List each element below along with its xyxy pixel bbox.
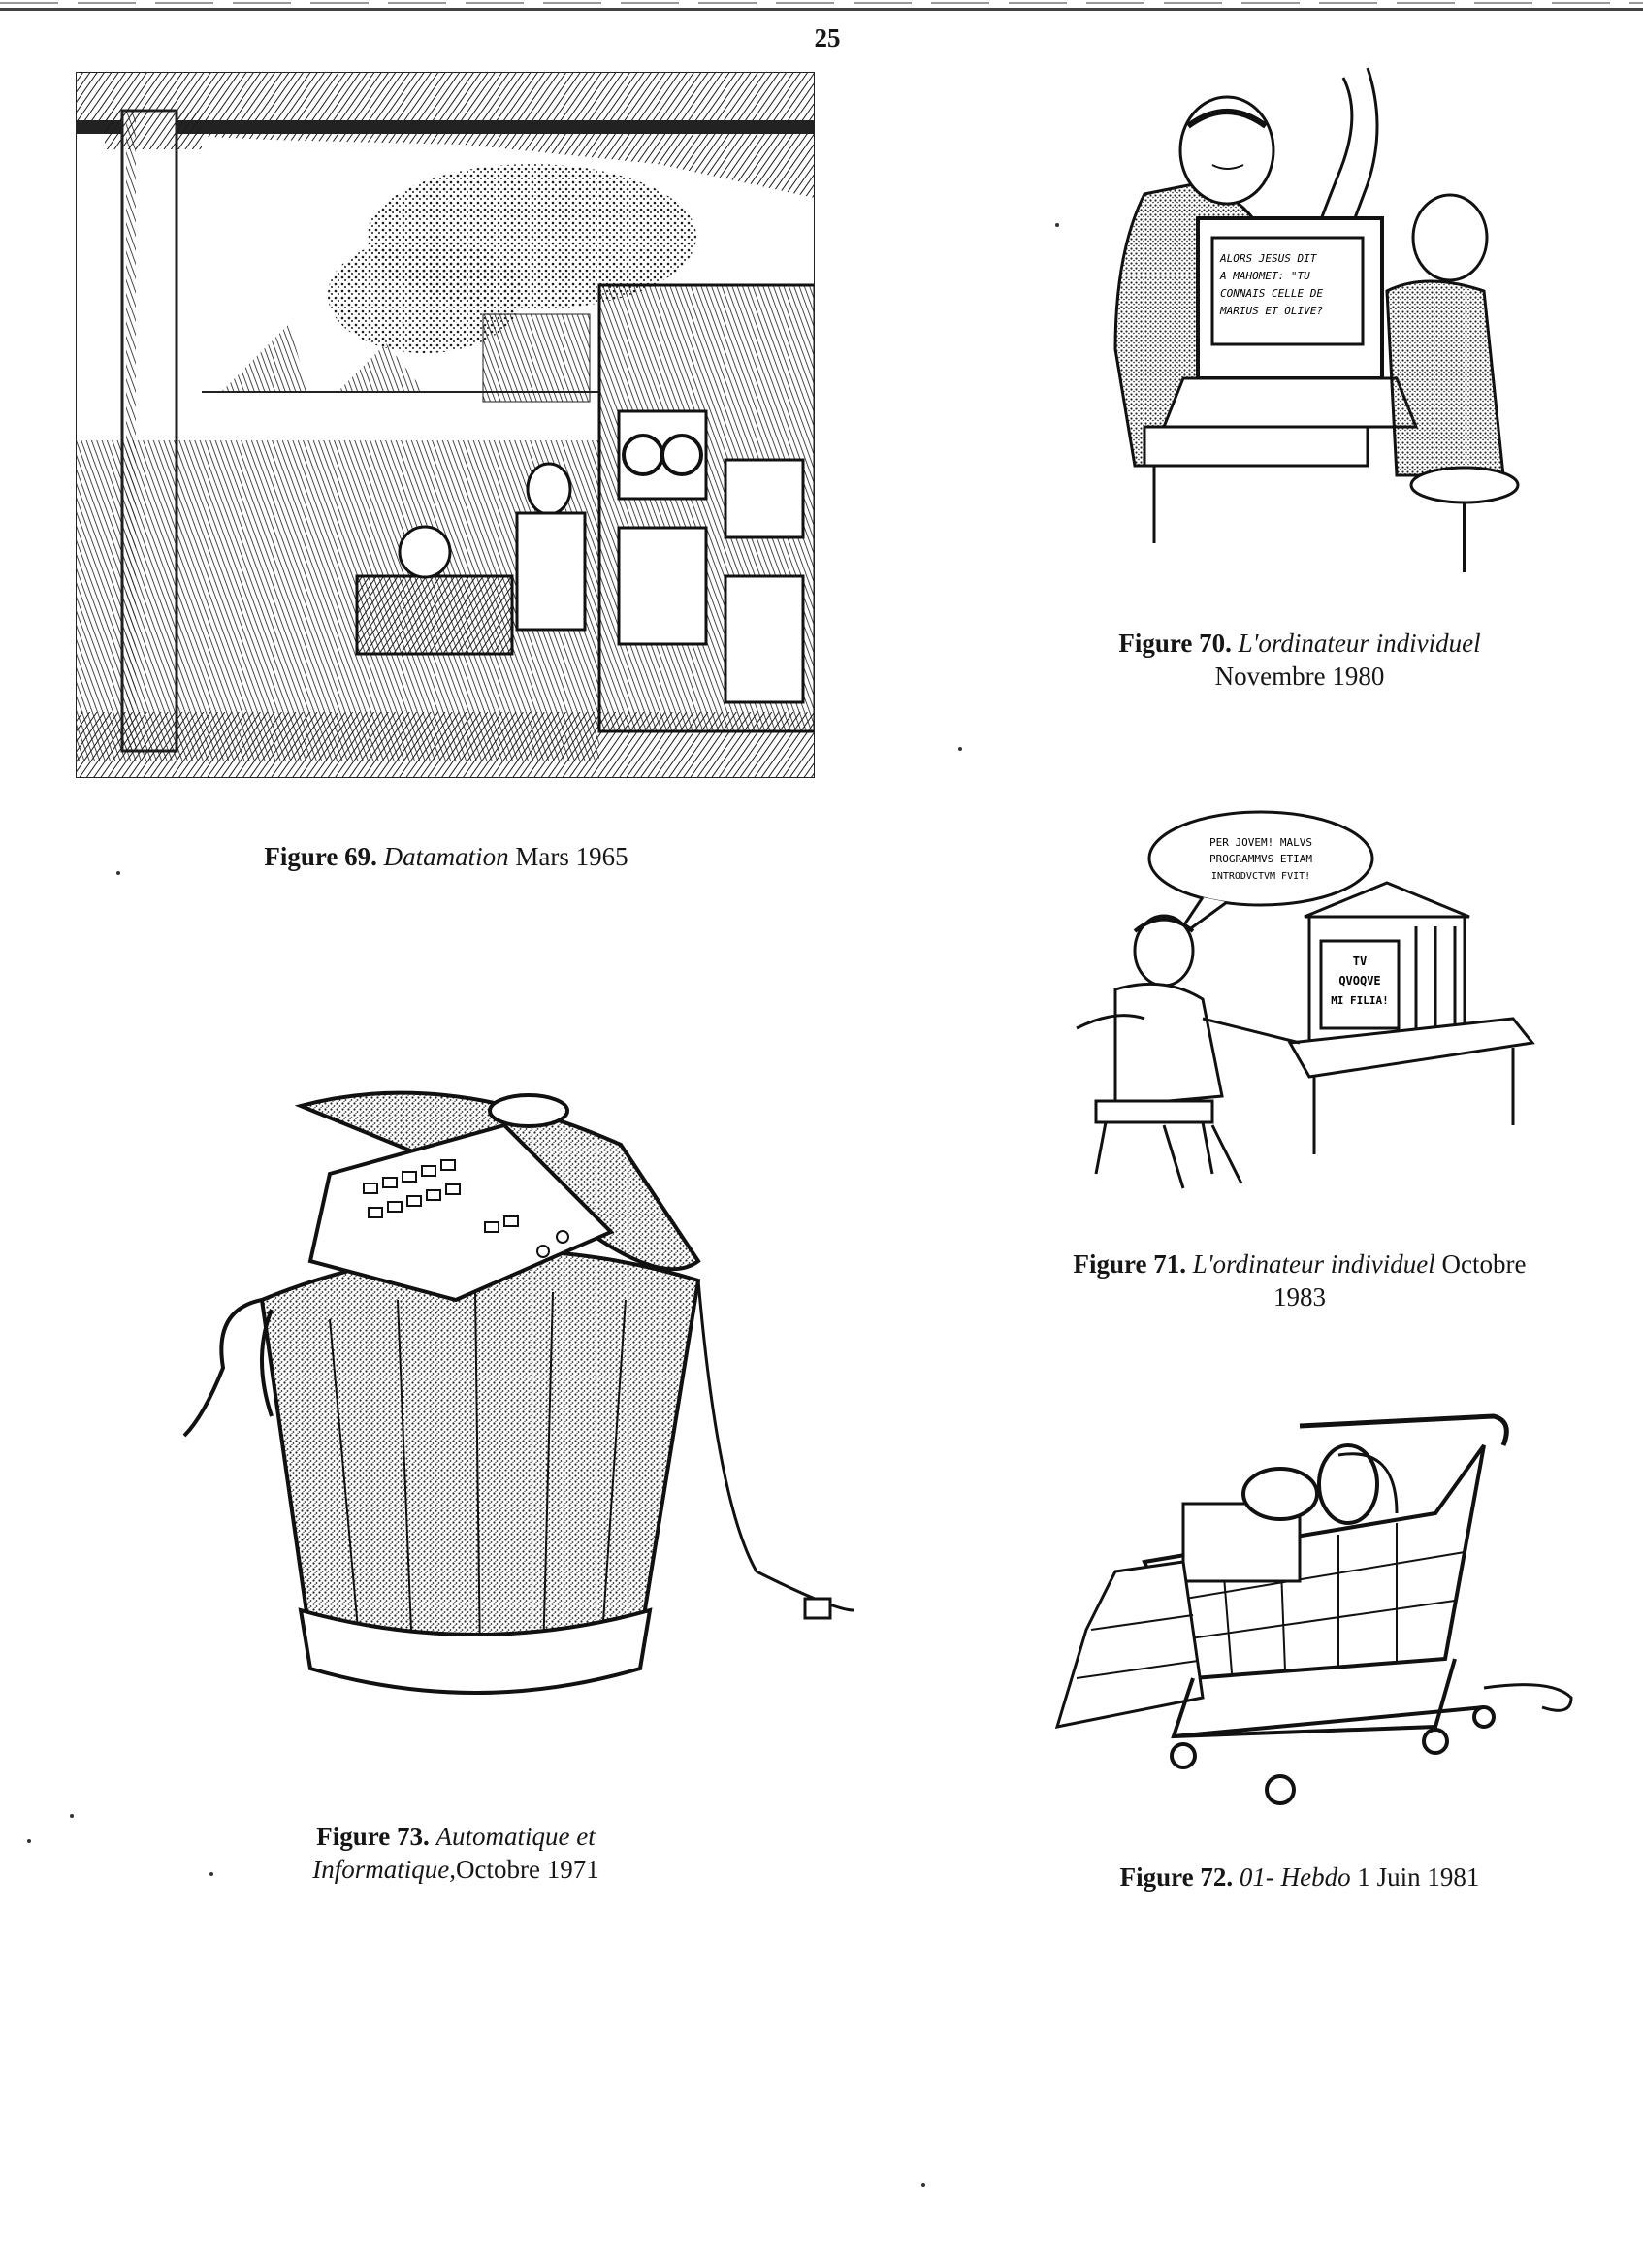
figure-72-number: Figure 72. bbox=[1119, 1863, 1234, 1892]
figure-70-caption: Figure 70. L'ordinateur individuel Novem… bbox=[1047, 627, 1552, 693]
page-number: 25 bbox=[814, 23, 841, 52]
fig70-screen-line-1: ALORS JESUS DIT bbox=[1219, 252, 1318, 265]
figure-70-source: L'ordinateur individuel bbox=[1238, 629, 1481, 658]
fig70-screen-line-2: A MAHOMET: "TU bbox=[1219, 270, 1310, 282]
figure-69-source: Datamation bbox=[383, 842, 509, 871]
figure-72-source: 01- Hebdo bbox=[1239, 1863, 1351, 1892]
figure-73-source-part-2: Informatique, bbox=[312, 1855, 457, 1884]
fig71-bubble-line-1: PER JOVEM! MALVS bbox=[1209, 836, 1312, 849]
trash-can-drawing bbox=[182, 1090, 854, 1695]
figure-71-caption-line-1: Figure 71. L'ordinateur individuel Octob… bbox=[1009, 1247, 1591, 1280]
figure-71-caption: Figure 71. L'ordinateur individuel Octob… bbox=[1009, 1247, 1591, 1313]
figure-73-caption: Figure 73. Automatique et Informatique,O… bbox=[194, 1820, 718, 1886]
top-rule-dashed bbox=[0, 2, 1643, 4]
fig71-screen-line-2: QVOQVE bbox=[1338, 974, 1380, 988]
fig71-bubble-line-2: PROGRAMMVS ETIAM bbox=[1209, 853, 1312, 865]
figure-70-caption-line-1: Figure 70. L'ordinateur individuel bbox=[1047, 627, 1552, 660]
figure-70-illustration: ALORS JESUS DIT A MAHOMET: "TU CONNAIS C… bbox=[1077, 58, 1532, 587]
roman-computer-cartoon: PER JOVEM! MALVS PROGRAMMVS ETIAM INTROD… bbox=[1076, 810, 1535, 1189]
fig71-screen-line-1: TV bbox=[1353, 955, 1367, 968]
figure-73-illustration bbox=[155, 1067, 854, 1746]
fig71-screen-line-3: MI FILIA! bbox=[1331, 994, 1389, 1007]
figure-72-date: 1 Juin 1981 bbox=[1357, 1863, 1480, 1892]
top-rule bbox=[0, 8, 1643, 11]
figure-72-illustration bbox=[1028, 1407, 1581, 1824]
figure-71-source: L'ordinateur individuel bbox=[1192, 1249, 1435, 1279]
scan-speck bbox=[70, 1814, 74, 1818]
scan-speck bbox=[958, 747, 962, 751]
fig70-screen-line-4: MARIUS ET OLIVE? bbox=[1219, 305, 1323, 317]
figure-69-number: Figure 69. bbox=[264, 842, 377, 871]
figure-71-illustration: PER JOVEM! MALVS PROGRAMMVS ETIAM INTROD… bbox=[1057, 805, 1542, 1193]
fig70-screen-line-3: CONNAIS CELLE DE bbox=[1220, 287, 1323, 300]
figure-72-caption: Figure 72. 01- Hebdo 1 Juin 1981 bbox=[1028, 1861, 1571, 1894]
scan-speck bbox=[1055, 223, 1059, 227]
figure-69-illustration bbox=[76, 72, 815, 778]
fig71-bubble-line-3: INTRODVCTVM FVIT! bbox=[1211, 871, 1310, 882]
figure-71-date-part-1: Octobre bbox=[1441, 1249, 1527, 1279]
figure-69-caption: Figure 69. Datamation Mars 1965 bbox=[155, 840, 737, 873]
monk-computer-cartoon: ALORS JESUS DIT A MAHOMET: "TU CONNAIS C… bbox=[1113, 67, 1520, 572]
figure-70-date: Novembre 1980 bbox=[1214, 662, 1385, 691]
figure-69-date: Mars 1965 bbox=[515, 842, 628, 871]
figure-73-number: Figure 73. bbox=[316, 1822, 430, 1851]
figure-73-caption-line-2: Informatique,Octobre 1971 bbox=[194, 1853, 718, 1886]
shopping-cart-drawing bbox=[1054, 1413, 1573, 1805]
scan-speck bbox=[116, 871, 120, 875]
figure-73-caption-line-1: Figure 73. Automatique et bbox=[194, 1820, 718, 1853]
figure-73-source-part-1: Automatique et bbox=[435, 1822, 596, 1851]
figure-71-number: Figure 71. bbox=[1073, 1249, 1187, 1279]
scan-speck bbox=[921, 2183, 925, 2187]
scan-speck bbox=[27, 1839, 31, 1843]
engraving-drawing bbox=[76, 72, 815, 778]
figure-73-date: Octobre 1971 bbox=[456, 1855, 599, 1884]
figure-70-number: Figure 70. bbox=[1118, 629, 1232, 658]
scan-speck bbox=[209, 1872, 213, 1876]
figure-71-date-part-2: 1983 bbox=[1273, 1282, 1326, 1312]
